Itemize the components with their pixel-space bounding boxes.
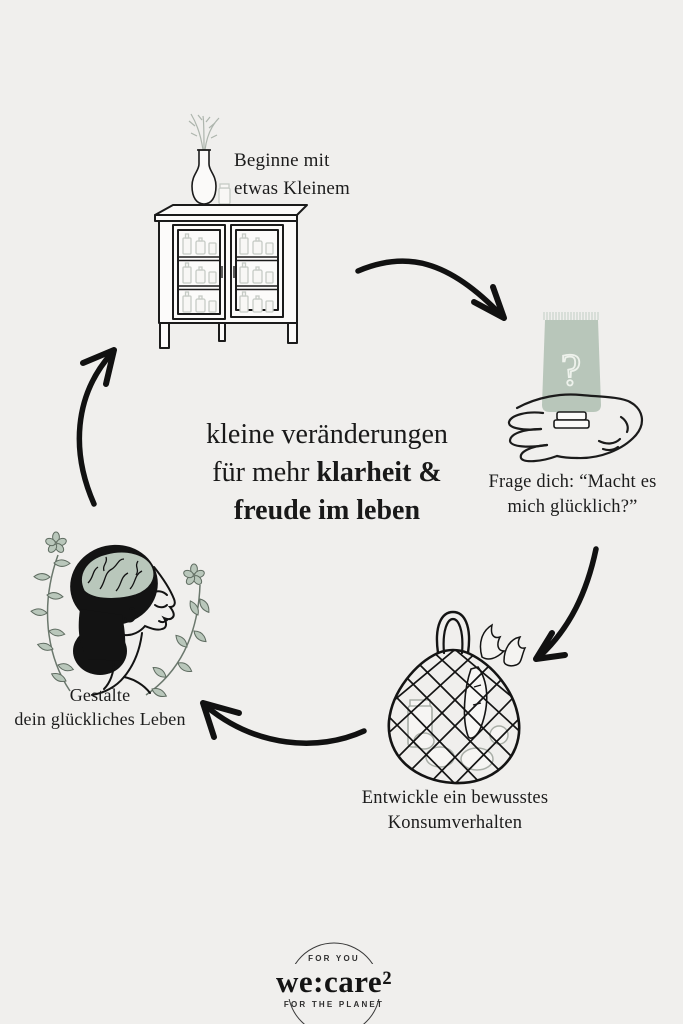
woman-face <box>91 566 176 696</box>
step-label-start-small: Beginne mit etwas Kleinem <box>234 147 350 203</box>
label-line: Frage dich: “Macht es <box>488 472 657 492</box>
headline-line-2: für mehr klarheit & <box>212 457 442 488</box>
arrow-right-down-icon <box>533 546 599 662</box>
step-label-consumption: Entwickle ein bewusstes Konsumverhalten <box>345 786 565 836</box>
cabinet-shelves <box>178 256 278 291</box>
logo-tagline-bottom: FOR THE PLANET <box>283 1000 385 1009</box>
tube-question-glyph: ? <box>561 344 581 395</box>
label-line: mich glücklich?” <box>507 497 638 517</box>
vase-flowers <box>188 113 220 151</box>
logo-tagline-top: FOR YOU <box>308 954 360 963</box>
cabinet-body <box>154 204 308 349</box>
label-line: Gestalte <box>69 685 131 705</box>
open-hand <box>507 393 644 463</box>
laurel-right <box>145 563 212 700</box>
vase <box>191 149 217 205</box>
arrow-bottom-left-icon <box>200 700 367 746</box>
logo-wordmark: we:care² <box>234 964 434 1000</box>
label-line: dein glückliches Leben <box>14 709 186 729</box>
arrow-left-up-icon <box>76 347 117 507</box>
tube-cap <box>553 411 590 429</box>
bag-outline <box>387 610 521 785</box>
small-jar <box>218 183 231 205</box>
label-line: Beginne mit <box>234 150 330 171</box>
brain <box>80 551 155 600</box>
woman-mind-icon <box>26 521 218 712</box>
carrot-greens <box>479 623 527 667</box>
arrow-top-right-icon <box>355 258 507 321</box>
label-line: Konsumverhalten <box>387 813 523 833</box>
label-line: Entwickle ein bewusstes <box>361 788 549 808</box>
headline-line-1: kleine veränderungen <box>206 419 448 450</box>
headline: kleine veränderungen für mehr klarheit &… <box>142 416 512 530</box>
headline-line-3: freude im leben <box>233 495 421 526</box>
laurel-left <box>30 531 75 692</box>
hand-holding-tube-icon: ? <box>503 305 645 472</box>
step-label-question: Frage dich: “Macht es mich glücklich?” <box>470 470 675 520</box>
brand-logo: FOR YOU we:care² FOR THE PLANET <box>234 942 434 1024</box>
tube-body <box>542 320 601 412</box>
step-label-happy-life: Gestalte dein glückliches Leben <box>0 683 200 731</box>
mesh-bag-icon <box>382 609 528 796</box>
label-line: etwas Kleinem <box>234 178 351 199</box>
cabinet-icon <box>147 108 313 355</box>
tube-crimp <box>543 312 599 320</box>
bag-net <box>388 650 520 784</box>
